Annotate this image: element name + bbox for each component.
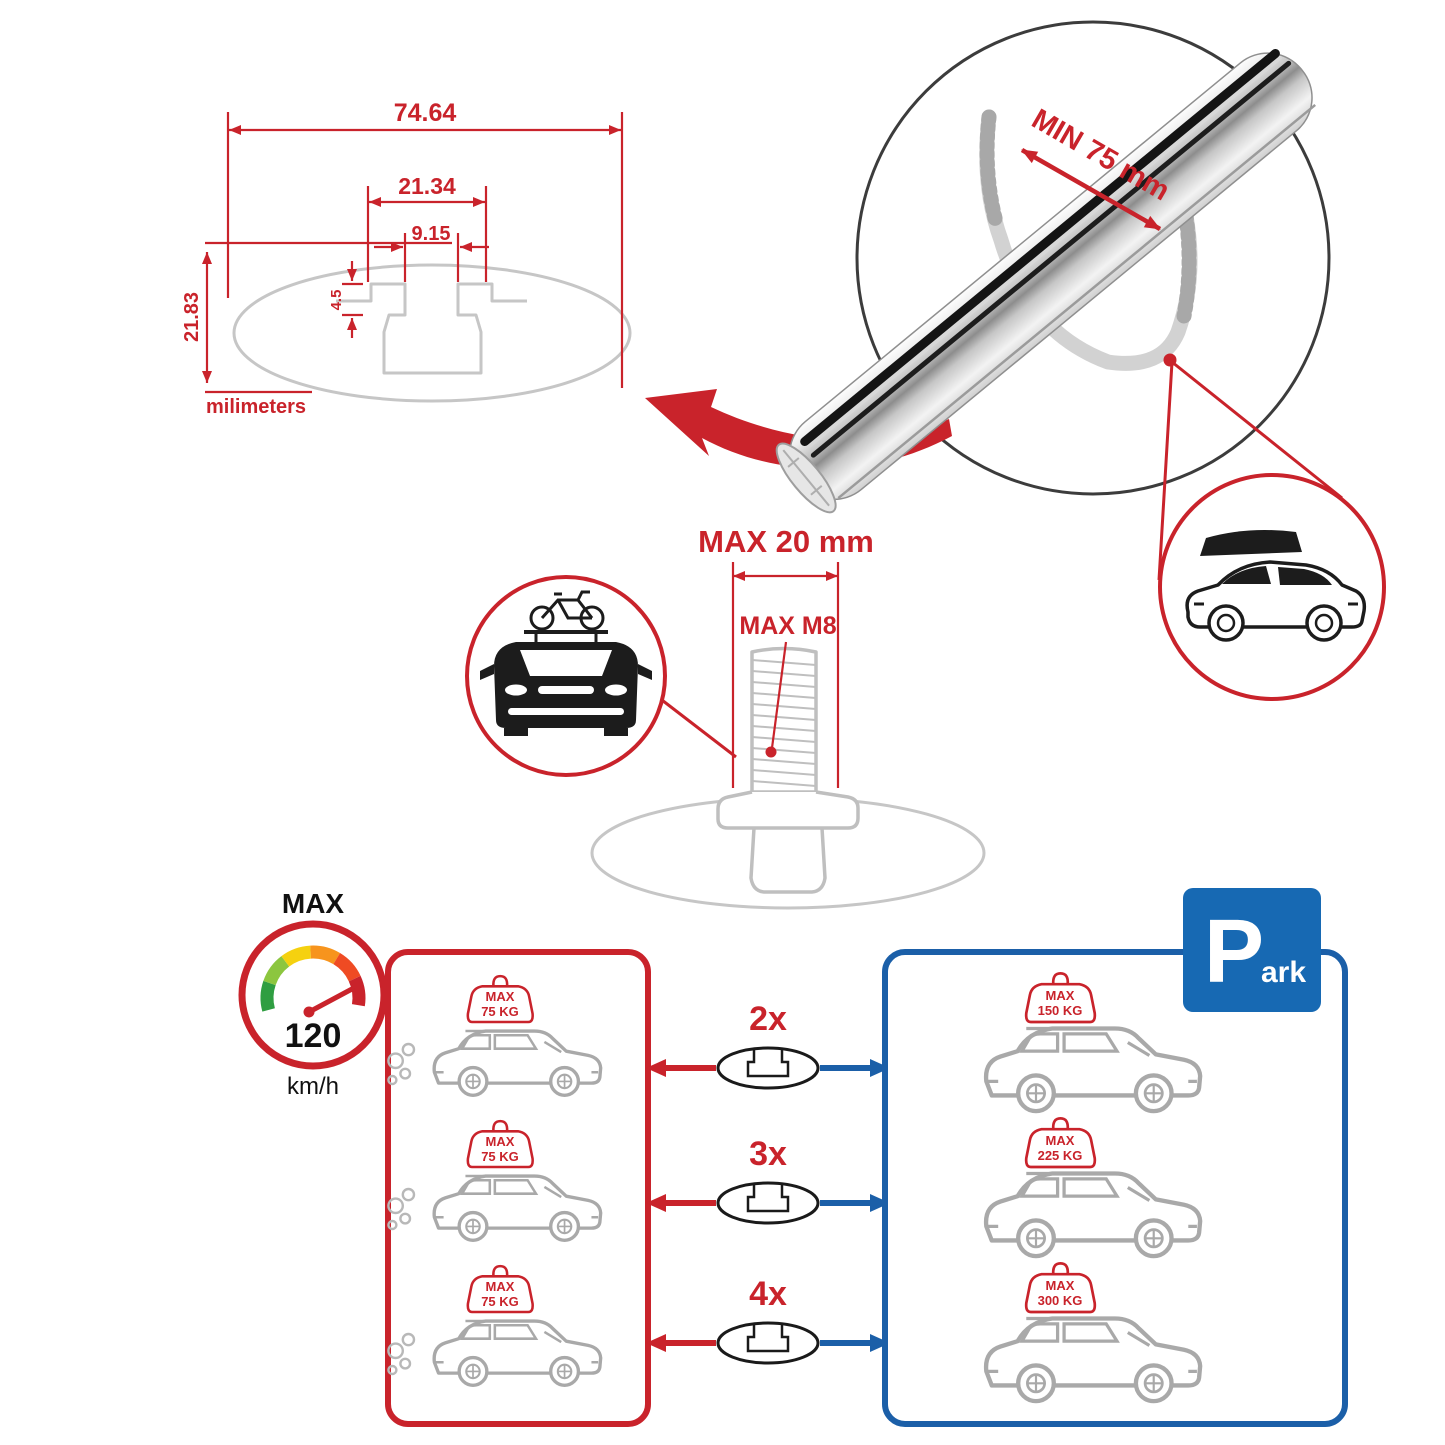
max-thread-label: MAX M8: [739, 612, 836, 640]
crossbar-quantity-2x: 2x: [646, 1000, 890, 1090]
speed-unit: km/h: [287, 1073, 339, 1100]
dimension-lines: [202, 112, 624, 394]
bolt-dimension-lines: [731, 562, 840, 788]
load-tag-label: MAX: [1046, 1278, 1075, 1293]
park-sign-plate: [1183, 888, 1321, 1012]
crossbar-profile-icon: [716, 1181, 820, 1225]
load-tag-label: MAX: [1046, 1133, 1075, 1148]
max-bolt-length-label: MAX 20 mm: [698, 524, 874, 559]
arrow-left-icon: [646, 1059, 666, 1077]
gauge-needle-pivot: [303, 1006, 315, 1018]
crossbar-render: [775, 49, 1316, 514]
crossbar-dimension-diagram: 74.64 21.34 9.15 4.5 21.83 milimeters: [181, 99, 632, 418]
crossbar-quantity-3x: 3x: [646, 1135, 890, 1225]
dim-slot-width: 9.15: [412, 223, 451, 245]
parking-limits-panel: MAX 150 KG MAX 225 KG MAX 300 KG: [882, 949, 1348, 1427]
crossbar-cross-section-sketch: [232, 263, 632, 403]
driving-limits-panel: MAX 75 KG MAX 75 KG MAX 75 KG: [385, 949, 651, 1427]
thread-point-marker: [765, 746, 777, 758]
load-tag-weight: 75 KG: [481, 1149, 519, 1164]
load-tag-label: MAX: [486, 989, 515, 1004]
suv-callout: [1157, 360, 1386, 701]
load-tag-label: MAX: [486, 1134, 515, 1149]
dim-channel-width: 21.34: [398, 173, 456, 199]
gauge-needle: [306, 986, 355, 1015]
driving-car-row-2: MAX 75 KG: [387, 1119, 603, 1242]
gauge-arc: [260, 945, 366, 1012]
load-tag-weight: 150 KG: [1038, 1003, 1083, 1018]
arrow-left-icon: [646, 1194, 666, 1212]
speed-value: 120: [285, 1017, 342, 1055]
crossbar-profile-icon: [716, 1321, 820, 1365]
park-sign: P ark: [1183, 888, 1321, 1012]
park-sign-rest: ark: [1261, 956, 1306, 989]
speed-limit-gauge: MAX 120 km/h: [238, 888, 388, 1100]
parked-car-row-3: MAX 300 KG: [986, 1262, 1200, 1401]
crossbar-profile-icon: [716, 1046, 820, 1090]
dim-slot-depth: 4.5: [328, 290, 345, 311]
load-tag-label: MAX: [486, 1279, 515, 1294]
dim-total-height: 21.83: [181, 292, 203, 342]
arrow-right-icon: [870, 1334, 890, 1352]
bike-rack-callout: [465, 575, 737, 777]
arrow-right-icon: [870, 1194, 890, 1212]
park-sign-initial: P: [1204, 902, 1264, 1002]
bike-icon: [529, 590, 605, 631]
quantity-label: 3x: [749, 1135, 787, 1173]
driving-car-row-1: MAX 75 KG: [387, 974, 603, 1097]
suv-with-roofbox-icon: [1185, 530, 1367, 642]
load-tag-label: MAX: [1046, 988, 1075, 1003]
dim-total-width: 74.64: [394, 99, 457, 127]
parked-car-row-1: MAX 150 KG: [986, 972, 1200, 1111]
arrow-left-icon: [646, 1334, 666, 1352]
quantity-label: 2x: [749, 1000, 787, 1038]
car-front-with-bike-icon: [480, 590, 652, 736]
load-tag-weight: 225 KG: [1038, 1148, 1083, 1163]
speed-max-label: MAX: [282, 888, 345, 919]
parked-car-row-2: MAX 225 KG: [986, 1117, 1200, 1256]
crossbar-detail-callout: MIN 75 mm: [645, 20, 1331, 514]
driving-car-row-3: MAX 75 KG: [387, 1264, 603, 1387]
bolt-detail: MAX 20 mm MAX M8: [590, 524, 986, 910]
crossbar-quantity-4x: 4x: [646, 1275, 890, 1365]
arrow-right-icon: [870, 1059, 890, 1077]
quantity-label: 4x: [749, 1275, 787, 1313]
u-clamp-sketch: [979, 109, 1198, 371]
load-tag-weight: 75 KG: [481, 1004, 519, 1019]
load-tag-weight: 75 KG: [481, 1294, 519, 1309]
load-tag-weight: 300 KG: [1038, 1293, 1083, 1308]
dim-units-label: milimeters: [206, 396, 306, 418]
